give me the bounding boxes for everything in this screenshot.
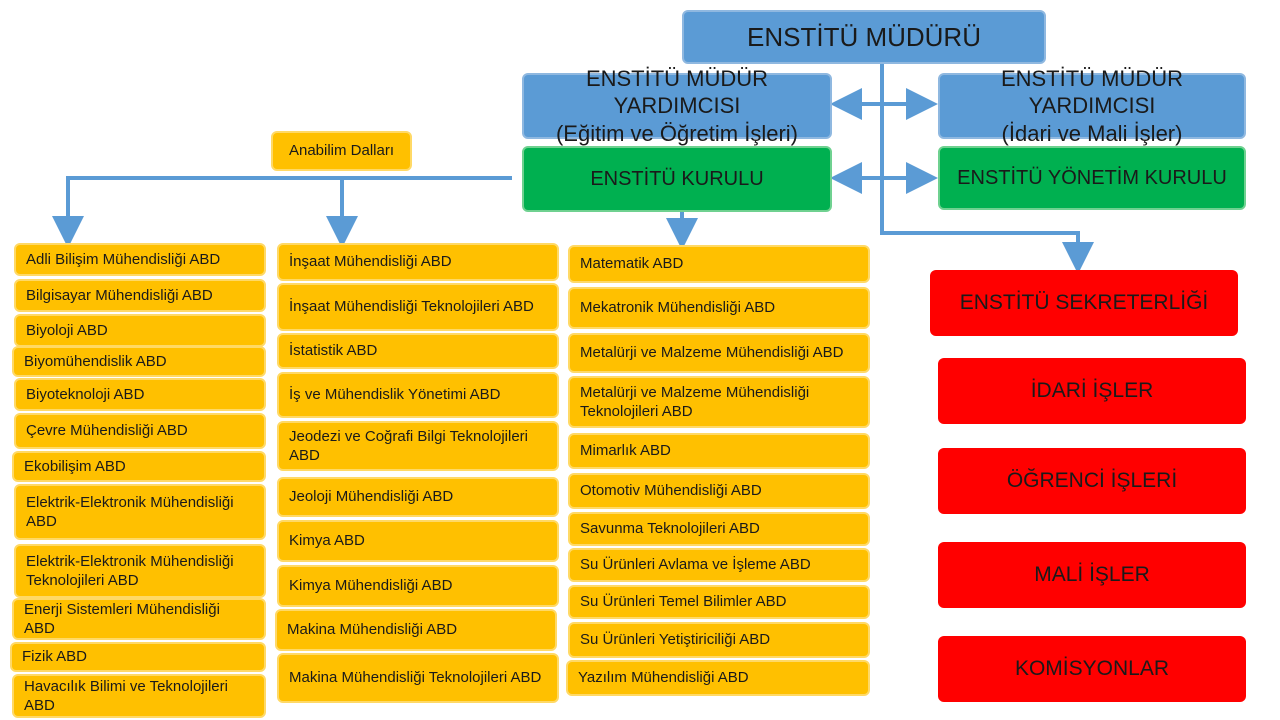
department-item: Kimya Mühendisliği ABD	[277, 565, 559, 607]
department-item: Jeodezi ve Coğrafi Bilgi Teknolojileri A…	[277, 421, 559, 471]
department-item: İstatistik ABD	[277, 333, 559, 369]
director-box: ENSTİTÜ MÜDÜRÜ	[682, 10, 1046, 64]
department-item: Matematik ABD	[568, 245, 870, 283]
student-affairs-label: ÖĞRENCİ İŞLERİ	[1006, 469, 1178, 492]
department-item: Elektrik-Elektronik Mühendisliği ABD	[14, 484, 266, 540]
department-item: Biyoloji ABD	[14, 314, 266, 347]
department-item: Metalürji ve Malzeme Mühendisliği ABD	[568, 333, 870, 373]
secretariat-label: ENSTİTÜ SEKRETERLİĞİ	[959, 291, 1209, 314]
department-item: Biyoteknoloji ABD	[14, 378, 266, 411]
commissions-box: KOMİSYONLAR	[938, 636, 1246, 702]
department-item: Çevre Mühendisliği ABD	[14, 413, 266, 449]
vice-director-admin-box: ENSTİTÜ MÜDÜR YARDIMCISI (İdari ve Mali …	[938, 66, 1246, 146]
department-item: Otomotiv Mühendisliği ABD	[568, 473, 870, 509]
department-item: Kimya ABD	[277, 520, 559, 562]
commissions-label: KOMİSYONLAR	[1014, 657, 1170, 680]
department-item: Savunma Teknolojileri ABD	[568, 512, 870, 546]
vice-director-education-line2: (Eğitim ve Öğretim İşleri)	[555, 120, 799, 146]
department-item: Ekobilişim ABD	[12, 451, 266, 482]
financial-affairs-label: MALİ İŞLER	[1034, 563, 1150, 586]
department-item: Mekatronik Mühendisliği ABD	[568, 287, 870, 329]
vice-director-education-line1: ENSTİTÜ MÜDÜR YARDIMCISI	[585, 65, 769, 119]
vice-director-education-box: ENSTİTÜ MÜDÜR YARDIMCISI (Eğitim ve Öğre…	[522, 66, 832, 146]
institute-board-label: ENSTİTÜ KURULU	[590, 167, 764, 190]
department-item: Mimarlık ABD	[568, 433, 870, 469]
institute-board-box: ENSTİTÜ KURULU	[522, 146, 832, 212]
department-item: Adli Bilişim Mühendisliği ABD	[14, 243, 266, 276]
department-item: Elektrik-Elektronik Mühendisliği Teknolo…	[14, 544, 266, 598]
vice-director-admin-line1: ENSTİTÜ MÜDÜR YARDIMCISI	[1000, 65, 1184, 119]
department-item: Metalürji ve Malzeme Mühendisliği Teknol…	[568, 376, 870, 428]
student-affairs-box: ÖĞRENCİ İŞLERİ	[938, 448, 1246, 514]
departments-label: Anabilim Dalları	[288, 142, 395, 160]
department-item: Su Ürünleri Yetiştiriciliği ABD	[568, 622, 870, 658]
department-item: Makina Mühendisliği Teknolojileri ABD	[277, 653, 559, 703]
management-board-label: ENSTİTÜ YÖNETİM KURULU	[957, 166, 1227, 189]
department-item: Havacılık Bilimi ve Teknolojileri ABD	[12, 674, 266, 718]
admin-affairs-label: İDARİ İŞLER	[1030, 379, 1154, 402]
department-item: İş ve Mühendislik Yönetimi ABD	[277, 372, 559, 418]
department-item: Jeoloji Mühendisliği ABD	[277, 477, 559, 517]
admin-affairs-box: İDARİ İŞLER	[938, 358, 1246, 424]
board-to-departments-line	[52, 176, 512, 248]
director-label: ENSTİTÜ MÜDÜRÜ	[747, 21, 981, 52]
department-item: Bilgisayar Mühendisliği ABD	[14, 279, 266, 312]
department-item: Enerji Sistemleri Mühendisliği ABD	[12, 598, 266, 640]
department-item: Su Ürünleri Avlama ve İşleme ABD	[568, 548, 870, 582]
vice-director-admin-line2: (İdari ve Mali İşler)	[1001, 120, 1183, 146]
financial-affairs-box: MALİ İŞLER	[938, 542, 1246, 608]
department-item: Su Ürünleri Temel Bilimler ABD	[568, 585, 870, 619]
department-item: Yazılım Mühendisliği ABD	[566, 660, 870, 696]
secretariat-box: ENSTİTÜ SEKRETERLİĞİ	[930, 270, 1238, 336]
management-board-box: ENSTİTÜ YÖNETİM KURULU	[938, 146, 1246, 210]
department-item: İnşaat Mühendisliği Teknolojileri ABD	[277, 283, 559, 331]
department-item: İnşaat Mühendisliği ABD	[277, 243, 559, 281]
department-item: Fizik ABD	[10, 642, 266, 672]
department-item: Makina Mühendisliği ABD	[275, 609, 557, 651]
department-item: Biyomühendislik ABD	[12, 346, 266, 377]
director-to-secretariat-line	[880, 64, 1094, 274]
departments-label-box: Anabilim Dalları	[271, 131, 412, 171]
